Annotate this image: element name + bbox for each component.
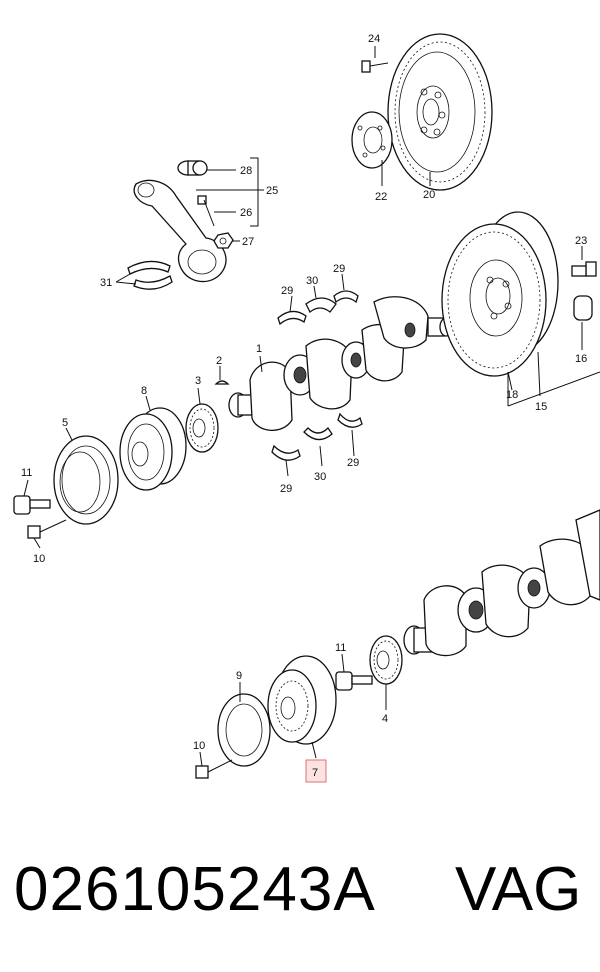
label-25: 25 xyxy=(266,185,278,197)
connecting-rod xyxy=(133,179,227,283)
bracket-15-18 xyxy=(507,371,600,407)
exploded-parts-diagram: 24 22 20 28 25 26 27 31 29 30 29 1 2 3 8… xyxy=(13,33,600,783)
label-29-b: 29 xyxy=(333,263,345,275)
label-27: 27 xyxy=(242,236,254,248)
label-29-c: 29 xyxy=(280,483,292,495)
pulley-bolt-upper xyxy=(13,495,51,515)
label-11-a: 11 xyxy=(21,467,32,479)
label-29-a: 29 xyxy=(281,285,293,297)
small-end-bush xyxy=(177,160,208,176)
label-3: 3 xyxy=(195,375,201,387)
crank-gear-lower xyxy=(369,635,403,685)
conrod-nut xyxy=(213,232,234,249)
label-23: 23 xyxy=(575,235,587,247)
vibration-damper-upper xyxy=(119,407,187,491)
label-18: 18 xyxy=(506,389,518,401)
label-2: 2 xyxy=(216,355,222,367)
label-30-b: 30 xyxy=(314,471,326,483)
label-29-d: 29 xyxy=(347,457,359,469)
label-10-a: 10 xyxy=(33,553,45,565)
label-8: 8 xyxy=(141,385,147,397)
part-labels: 24 22 20 28 25 26 27 31 29 30 29 1 2 3 8… xyxy=(21,33,587,779)
label-1: 1 xyxy=(256,343,262,355)
v-belt-pulley-upper xyxy=(53,435,119,525)
crank-gear-upper xyxy=(185,403,219,453)
label-15: 15 xyxy=(535,401,547,413)
label-30-a: 30 xyxy=(306,275,318,287)
main-bearing-shells-upper xyxy=(277,290,359,326)
conrod-bearing-shells xyxy=(127,260,173,290)
label-20: 20 xyxy=(423,189,435,201)
leader-lines xyxy=(23,46,583,767)
label-31: 31 xyxy=(100,277,112,289)
part-number: 026105243A xyxy=(14,855,376,924)
main-bearing-shells-lower xyxy=(271,412,363,461)
highlight-box xyxy=(305,759,327,783)
hex-bolt-upper xyxy=(27,519,67,539)
flywheel-bolt xyxy=(361,60,389,73)
label-24: 24 xyxy=(368,33,380,45)
label-10-b: 10 xyxy=(193,740,205,752)
label-7: 7 xyxy=(312,767,318,779)
woodruff-key xyxy=(214,380,230,385)
vibration-damper-lower xyxy=(267,655,337,745)
label-4: 4 xyxy=(382,713,388,725)
crankshaft xyxy=(228,296,453,431)
v-belt-pulley-lower xyxy=(217,693,271,767)
flywheel-ring-gear xyxy=(387,33,493,191)
drive-plate-bolt xyxy=(571,261,597,277)
drive-plate-flywheel xyxy=(441,211,559,377)
brand-name: VAG xyxy=(455,855,582,924)
label-11-b: 11 xyxy=(335,642,346,654)
label-22: 22 xyxy=(375,191,387,203)
conrod-bolt xyxy=(197,195,215,227)
label-5: 5 xyxy=(62,417,68,429)
crankshaft-lower xyxy=(403,509,600,657)
label-26: 26 xyxy=(240,207,252,219)
flywheel-shim-plate xyxy=(351,111,393,169)
label-16: 16 xyxy=(575,353,587,365)
dowel-pin xyxy=(573,295,593,321)
label-9: 9 xyxy=(236,670,242,682)
pulley-bolt-lower xyxy=(335,671,373,691)
label-28: 28 xyxy=(240,165,252,177)
